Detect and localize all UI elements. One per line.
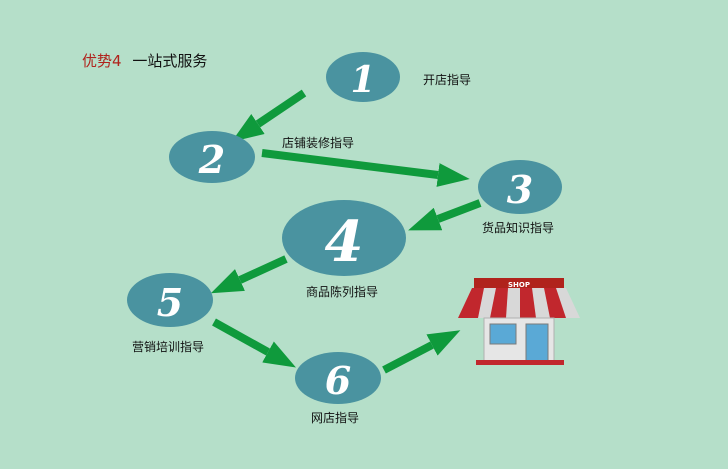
step-6-number: 6 xyxy=(325,358,351,403)
shop-icon: SHOP xyxy=(458,278,580,365)
step-1-node: 1 xyxy=(326,52,400,102)
step-6-label: 网店指导 xyxy=(311,411,360,425)
step-4-node: 4 xyxy=(282,200,406,276)
page-title: 优势4 一站式服务 xyxy=(82,50,207,71)
step-2-node: 2 xyxy=(169,131,255,183)
step-5-number: 5 xyxy=(157,280,183,325)
step-3-node: 3 xyxy=(478,160,562,214)
shop-sign: SHOP xyxy=(508,281,530,289)
step-1-label: 开店指导 xyxy=(423,73,472,87)
step-2-label: 店铺装修指导 xyxy=(282,136,355,150)
step-5-node: 5 xyxy=(127,273,213,327)
arrow-4-to-5 xyxy=(210,255,288,294)
arrow-1-to-2 xyxy=(231,89,307,142)
arrow-6-to-shop xyxy=(382,330,461,374)
step-4-number: 4 xyxy=(325,209,364,275)
step-6-node: 6 xyxy=(295,352,381,404)
step-4-label: 商品陈列指导 xyxy=(306,285,379,299)
step-3-number: 3 xyxy=(507,167,533,212)
arrow-3-to-4 xyxy=(408,199,482,231)
step-3-label: 货品知识指导 xyxy=(482,221,555,235)
title-text: 一站式服务 xyxy=(132,52,208,70)
arrow-5-to-6 xyxy=(212,318,296,368)
step-2-number: 2 xyxy=(198,137,225,182)
arrow-2-to-3 xyxy=(261,149,470,187)
step-5-label: 营销培训指导 xyxy=(132,340,205,354)
step-1-number: 1 xyxy=(350,59,375,101)
title-accent: 优势4 xyxy=(82,52,122,70)
